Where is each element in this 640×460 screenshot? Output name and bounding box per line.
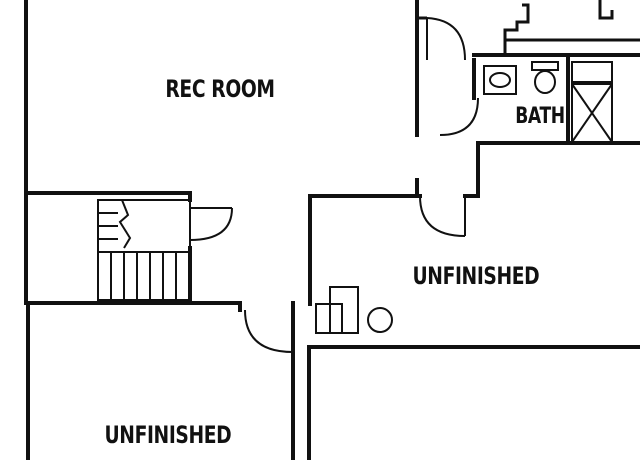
- room-label-bath: BATH: [515, 104, 565, 129]
- room-label-unfinished-right: UNFINISHED: [412, 262, 540, 290]
- door-arc-bottom: [244, 309, 294, 353]
- closet-outline: [415, 2, 427, 20]
- toilet-tank-icon: [531, 61, 559, 71]
- closet-right: [503, 3, 530, 55]
- stairs-outline: [97, 199, 191, 301]
- door-arc-unf: [419, 195, 466, 237]
- door-arc-stair: [189, 207, 233, 241]
- closet-far-right: [598, 0, 614, 20]
- door-arc-rec: [426, 17, 466, 61]
- stair-break-line: [118, 199, 132, 249]
- shower-ledge: [571, 61, 613, 83]
- furnace-icon: [329, 286, 359, 334]
- shower-icon: [571, 83, 613, 143]
- door-arc-hall: [439, 97, 479, 136]
- water-heater-icon: [367, 307, 393, 333]
- toilet-bowl-icon: [534, 70, 556, 94]
- room-label-unfinished-bottom: UNFINISHED: [104, 421, 232, 449]
- room-label-rec-room: REC ROOM: [165, 75, 275, 103]
- sink-icon: [483, 65, 517, 95]
